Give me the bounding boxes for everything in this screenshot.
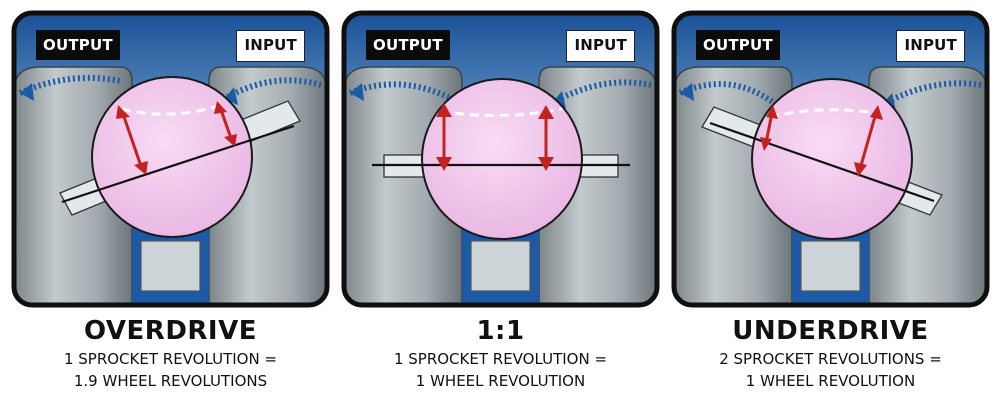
ratio-line-1: 1 SPROCKET REVOLUTION =	[393, 350, 608, 368]
input-label: INPUT	[566, 30, 635, 62]
mode-title: UNDERDRIVE	[732, 316, 929, 346]
output-label: OUTPUT	[366, 30, 450, 60]
output-label: OUTPUT	[36, 30, 120, 60]
caption-overdrive: OVERDRIVE 1 SPROCKET REVOLUTION = 1.9 WH…	[10, 314, 331, 392]
mode-title: OVERDRIVE	[84, 316, 257, 346]
caption-one-to-one: 1:1 1 SPROCKET REVOLUTION = 1 WHEEL REVO…	[340, 314, 661, 392]
ratio-line-1: 2 SPROCKET REVOLUTIONS =	[719, 350, 942, 368]
ratio-line-2: 1 WHEEL REVOLUTION	[745, 372, 916, 390]
panel-overdrive: OUTPUT INPUT	[10, 9, 331, 309]
panel-underdrive: OUTPUT INPUT	[670, 9, 991, 309]
ratio-line-2: 1.9 WHEEL REVOLUTIONS	[73, 372, 268, 390]
cvt-diagram-underdrive	[671, 10, 990, 308]
output-label: OUTPUT	[696, 30, 780, 60]
ratio-line-2: 1 WHEEL REVOLUTION	[415, 372, 586, 390]
mode-title: 1:1	[476, 316, 525, 346]
panel-one-to-one: OUTPUT INPUT	[340, 9, 661, 309]
input-label: INPUT	[236, 30, 305, 62]
caption-underdrive: UNDERDRIVE 2 SPROCKET REVOLUTIONS = 1 WH…	[670, 314, 991, 392]
ratio-line-1: 1 SPROCKET REVOLUTION =	[63, 350, 278, 368]
input-label: INPUT	[896, 30, 965, 62]
